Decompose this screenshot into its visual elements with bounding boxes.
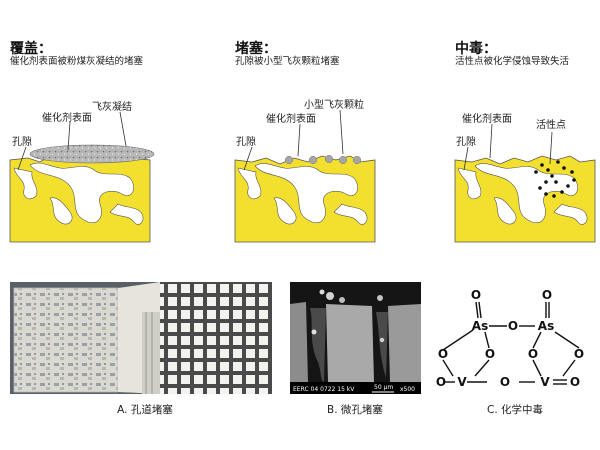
active-site-dot bbox=[562, 166, 566, 170]
fly-ash-particle bbox=[352, 155, 362, 165]
fly-ash-particle bbox=[308, 155, 318, 165]
poisoning-schematic: 孔隙 催化剂表面 活性点 bbox=[454, 112, 596, 243]
atom-oxygen: O bbox=[528, 347, 538, 361]
active-site-dot bbox=[552, 194, 556, 198]
coverage-schematic: 孔隙 催化剂表面 飞灰凝结 bbox=[9, 100, 155, 243]
label-pore: 孔隙 bbox=[236, 135, 256, 148]
label-pore: 孔隙 bbox=[456, 135, 476, 148]
pore-channel bbox=[273, 197, 297, 225]
pore-channel bbox=[254, 163, 358, 224]
label-surface: 催化剂表面 bbox=[266, 112, 316, 125]
sem-magnification: x500 bbox=[400, 386, 415, 393]
active-site-dot bbox=[534, 170, 538, 174]
pore-channel bbox=[474, 163, 578, 224]
pore-channel bbox=[553, 203, 588, 225]
active-site-dot bbox=[566, 184, 570, 188]
honeycomb-photo bbox=[10, 282, 272, 394]
label-deposit: 飞灰凝结 bbox=[92, 100, 132, 113]
fly-ash-particle bbox=[324, 154, 334, 164]
atom-oxygen: O bbox=[485, 347, 495, 361]
fly-ash-deposit bbox=[29, 144, 155, 164]
panel-poisoning: 中毒： 活性点被化学侵蚀导致失活 孔隙 催化剂表面 活性 bbox=[400, 0, 600, 260]
panel-blockage: 堵塞： 孔隙被小型飞灰颗粒堵塞 孔隙 催化剂表面 小型飞灰颗粒 bbox=[200, 0, 400, 260]
atom-vanadium: V bbox=[540, 375, 550, 389]
blockage-schematic: 孔隙 催化剂表面 小型飞灰颗粒 bbox=[234, 98, 376, 243]
panel-title: 中毒： bbox=[455, 41, 497, 57]
label-active-site: 活性点 bbox=[536, 118, 566, 131]
sem-scale-label: 50 μm bbox=[374, 384, 393, 391]
caption-c: C. 化学中毒 bbox=[486, 404, 543, 416]
label-surface: 催化剂表面 bbox=[42, 111, 92, 124]
active-site-dot bbox=[554, 180, 558, 184]
atom-arsenic: As bbox=[472, 319, 488, 333]
pore-channel bbox=[493, 197, 517, 225]
active-site-dot bbox=[546, 168, 550, 172]
atom-oxygen: O bbox=[574, 347, 584, 361]
sem-info: EERC 04 0722 15 kV bbox=[293, 386, 355, 393]
active-site-dot bbox=[538, 186, 542, 190]
pore-channel bbox=[29, 162, 134, 224]
pore-channel bbox=[49, 197, 73, 225]
active-site-dot bbox=[550, 174, 554, 178]
honeycomb-block bbox=[160, 282, 272, 394]
pore-channel bbox=[457, 167, 482, 200]
label-surface: 催化剂表面 bbox=[462, 112, 512, 125]
atom-oxygen: O bbox=[570, 375, 580, 389]
active-site-dot bbox=[570, 170, 574, 174]
clogged-block bbox=[14, 288, 118, 392]
active-site-dot bbox=[572, 178, 576, 182]
atom-vanadium: V bbox=[457, 375, 467, 389]
atom-oxygen: O bbox=[508, 319, 518, 333]
atom-oxygen: O bbox=[500, 375, 510, 389]
label-particles: 小型飞灰颗粒 bbox=[304, 98, 364, 111]
panel-title: 覆盖： bbox=[10, 41, 52, 57]
label-pore: 孔隙 bbox=[12, 135, 32, 148]
pore-channel bbox=[237, 167, 262, 200]
pore-channel bbox=[13, 167, 38, 200]
panel-description: 活性点被化学侵蚀导致失活 bbox=[455, 56, 570, 67]
atom-oxygen: O bbox=[542, 288, 552, 302]
bonds bbox=[442, 301, 580, 385]
pore-channel bbox=[109, 203, 144, 225]
atom-oxygen: O bbox=[436, 375, 446, 389]
panel-coverage: 覆盖： 催化剂表面被粉煤灰凝结的堵塞 孔隙 催化剂表面 飞灰凝结 bbox=[0, 0, 200, 260]
honeycomb-image bbox=[10, 282, 272, 394]
active-sites bbox=[534, 160, 576, 198]
panel-title: 堵塞： bbox=[235, 41, 277, 57]
caption-b: B. 微孔堵塞 bbox=[327, 404, 383, 416]
atom-arsenic: As bbox=[538, 319, 554, 333]
atom-oxygen: O bbox=[471, 288, 481, 302]
active-site-dot bbox=[540, 163, 544, 167]
pore-channel bbox=[333, 203, 368, 225]
active-site-dot bbox=[544, 192, 548, 196]
atom-oxygen: O bbox=[438, 347, 448, 361]
active-site-dot bbox=[544, 180, 548, 184]
sem-micrograph: EERC 04 0722 15 kV 50 μm x500 bbox=[290, 282, 421, 394]
sem-image: EERC 04 0722 15 kV 50 μm x500 bbox=[290, 282, 421, 394]
active-site-dot bbox=[560, 190, 564, 194]
active-site-dot bbox=[556, 160, 560, 164]
fly-ash-particle bbox=[338, 155, 348, 165]
chemical-structure: O O As O As O O O O O V O V O bbox=[436, 288, 584, 389]
caption-a: A. 孔道堵塞 bbox=[117, 404, 173, 416]
panel-description: 孔隙被小型飞灰颗粒堵塞 bbox=[235, 56, 340, 67]
panel-description: 催化剂表面被粉煤灰凝结的堵塞 bbox=[10, 56, 144, 67]
fly-ash-particle bbox=[284, 155, 294, 165]
